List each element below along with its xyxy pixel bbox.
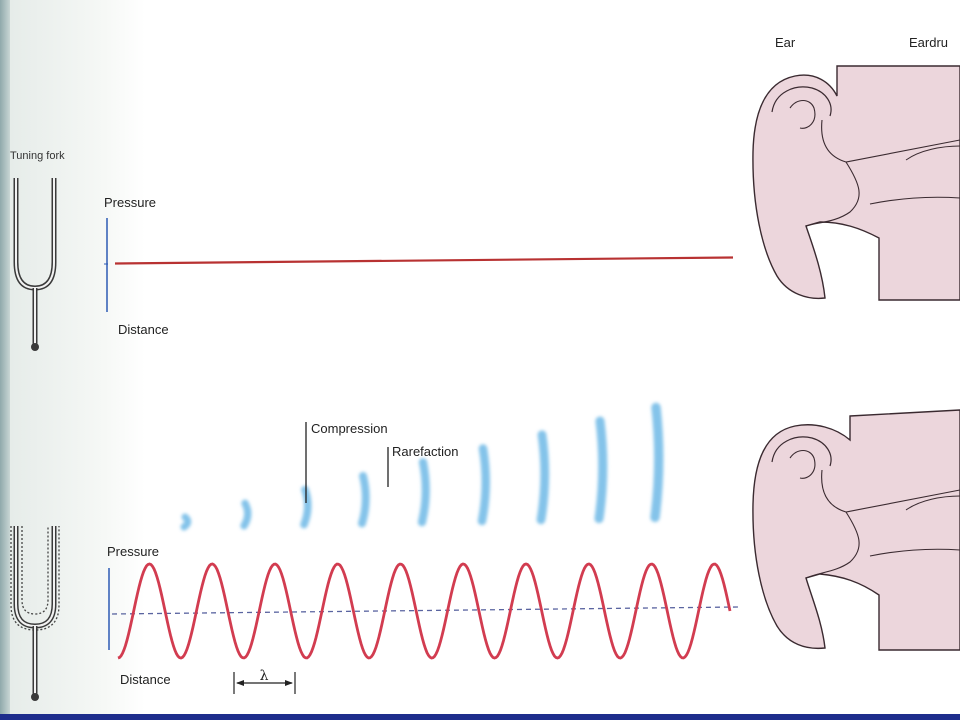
compression-band — [180, 513, 192, 531]
compression-band — [536, 430, 550, 525]
left-edge-bar — [0, 0, 10, 720]
pressure-line-flat — [114, 256, 734, 265]
tuning-fork-label: Tuning fork — [10, 150, 65, 162]
bottom-bar — [0, 714, 960, 720]
compression-label: Compression — [311, 421, 388, 436]
ear-label: Ear — [775, 35, 796, 50]
compression-bands — [180, 402, 664, 531]
ear-illustration-top — [752, 65, 960, 301]
eardrum-label: Eardru — [909, 35, 949, 50]
wavelength-symbol: λ — [260, 668, 269, 684]
ear-illustration-bottom — [752, 409, 960, 651]
compression-band — [358, 471, 370, 528]
baseline-dashed — [111, 606, 739, 615]
distance-label-bottom: Distance — [120, 672, 171, 687]
rarefaction-label: Rarefaction — [392, 444, 459, 459]
distance-label-top: Distance — [118, 322, 169, 337]
compression-band — [650, 402, 664, 523]
pressure-label-bottom: Pressure — [107, 544, 160, 559]
tuning-fork-still — [13, 178, 57, 351]
compression-band — [477, 444, 491, 526]
compression-band — [240, 499, 252, 530]
tuning-fork-vibrating — [10, 526, 60, 701]
compression-band — [417, 458, 430, 527]
wavelength-marker: λ — [233, 668, 296, 694]
pressure-wave — [117, 562, 732, 660]
compression-band — [594, 416, 608, 524]
page-shade — [10, 0, 145, 720]
pressure-label-top: Pressure — [104, 195, 157, 210]
